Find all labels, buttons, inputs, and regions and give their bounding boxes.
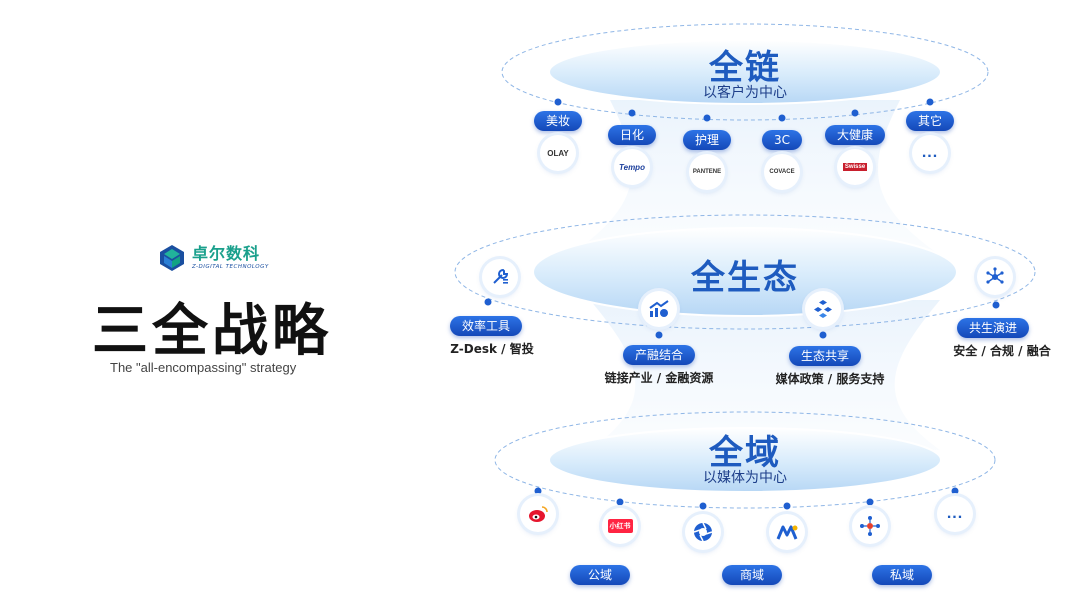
- node-caption-efficiency-tools: Z-Desk / 智投: [450, 342, 534, 356]
- connector-dot: [655, 331, 663, 339]
- xiaohongshu-label: 小红书: [607, 519, 633, 533]
- tier-top-title: 全链: [709, 48, 781, 88]
- category-pill-daily-chemical: 日化: [607, 125, 657, 145]
- tier-bottom-title: 全域: [709, 433, 781, 473]
- camera-aperture-icon: [685, 514, 721, 550]
- network-hub-icon: [852, 508, 888, 544]
- brand-name: 卓尔数科: [192, 243, 261, 263]
- connector-dot: [628, 109, 636, 117]
- brand-label-swisse: Swisse: [842, 163, 868, 171]
- brand-label-covace: COVACE: [769, 169, 795, 175]
- covace-logo-icon: COVACE: [764, 154, 800, 190]
- channel-pill-commercial-domain: 商域: [721, 565, 783, 585]
- connector-dot: [703, 114, 711, 122]
- node-caption-symbiotic-evolution: 安全 / 合规 / 融合: [953, 344, 1051, 358]
- connector-dot: [534, 487, 542, 495]
- cubes-share-icon: [805, 291, 841, 327]
- finance-growth-icon: [641, 291, 677, 327]
- channel-pill-private-domain: 私域: [871, 565, 933, 585]
- pantene-logo-icon: PANTENE: [689, 154, 725, 190]
- connector-dot: [851, 109, 859, 117]
- node-caption-industry-finance: 链接产业 / 金融资源: [604, 371, 714, 385]
- connector-dot: [783, 502, 791, 510]
- connector-dot: [699, 502, 707, 510]
- connector-dot: [484, 298, 492, 306]
- connector-dot: [819, 331, 827, 339]
- tools-icon: [482, 259, 518, 295]
- connector-dot: [951, 487, 959, 495]
- diagram-background: [454, 23, 1036, 509]
- node-pill-eco-sharing: 生态共享: [788, 346, 862, 366]
- brand-label-pantene: PANTENE: [692, 169, 722, 175]
- zdigital-logo-icon: [160, 245, 184, 271]
- more-icon: ...: [912, 135, 948, 171]
- connector-dot: [554, 98, 562, 106]
- category-pill-other: 其它: [905, 111, 955, 131]
- connector-dot: [866, 498, 874, 506]
- node-pill-efficiency-tools: 效率工具: [449, 316, 523, 336]
- tier-bottom-subtitle: 以媒体为中心: [703, 470, 787, 486]
- tempo-logo-icon: Tempo: [614, 149, 650, 185]
- category-pill-health: 大健康: [824, 125, 886, 145]
- connector-dot: [926, 98, 934, 106]
- weibo-icon: [520, 496, 556, 532]
- olay-logo-icon: OLAY: [540, 135, 576, 171]
- more-label: ...: [946, 505, 964, 522]
- page-subtitle-english: The "all-encompassing" strategy: [110, 360, 297, 375]
- three-tier-diagram: 全链 以客户为中心 美妆 日化 护理 3C 大健康 其它 OLAY Tempo …: [440, 0, 1080, 608]
- category-pill-3c: 3C: [761, 130, 803, 150]
- network-evolve-icon: [977, 259, 1013, 295]
- brand-label-olay: OLAY: [547, 148, 569, 158]
- node-caption-eco-sharing: 媒体政策 / 服务支持: [775, 372, 885, 386]
- connector-dot: [992, 301, 1000, 309]
- mall-m-icon: [769, 514, 805, 550]
- node-pill-industry-finance: 产融结合: [622, 345, 696, 365]
- xiaohongshu-icon: 小红书: [602, 508, 638, 544]
- connector-dot: [616, 498, 624, 506]
- tier-top-subtitle: 以客户为中心: [703, 85, 787, 101]
- more-label: ...: [921, 144, 939, 161]
- swisse-logo-icon: Swisse: [837, 149, 873, 185]
- node-pill-symbiotic-evolution: 共生演进: [956, 318, 1030, 338]
- connector-dot: [778, 114, 786, 122]
- brand-label-tempo: Tempo: [619, 162, 645, 172]
- more-icon: ...: [937, 496, 973, 532]
- tier-middle-title: 全生态: [691, 258, 799, 298]
- category-pill-care: 护理: [682, 130, 732, 150]
- brand-subtitle: Z-DIGITAL TECHNOLOGY: [192, 263, 269, 270]
- page-title: 三全战略: [92, 299, 332, 364]
- channel-pill-public-domain: 公域: [569, 565, 631, 585]
- brand-lockup: 卓尔数科 Z-DIGITAL TECHNOLOGY: [158, 244, 269, 272]
- category-pill-beauty: 美妆: [533, 111, 583, 131]
